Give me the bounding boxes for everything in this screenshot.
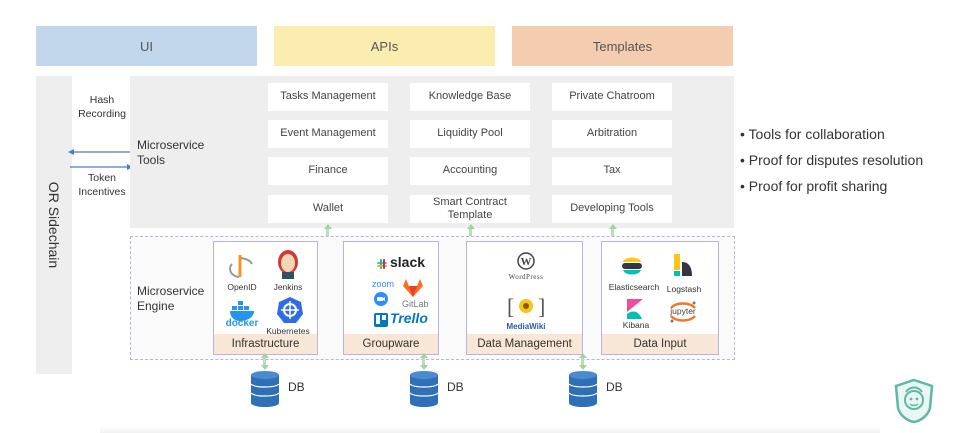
- engine-group-title: Infrastructure: [214, 334, 317, 354]
- logstash-logo-text: Logstash: [666, 284, 702, 294]
- tool-knowledge-base: Knowledge Base: [410, 83, 530, 111]
- mascot-badge-icon: [894, 378, 934, 424]
- svg-text:[: [: [507, 294, 514, 319]
- bullet-item: • Proof for disputes resolution: [740, 152, 924, 168]
- trello-icon: [374, 313, 388, 327]
- templates-tab: Templates: [512, 26, 733, 66]
- kibana-icon: [627, 299, 643, 319]
- connector-data-tools: [611, 228, 614, 240]
- arrowhead: [608, 224, 617, 229]
- sidechain-label: OR Sidechain: [46, 181, 62, 269]
- mediawiki-logo-text: MediaWiki: [506, 322, 546, 331]
- arrowhead: [260, 353, 269, 358]
- docker-icon: [230, 301, 254, 321]
- tool-tasks-management: Tasks Management: [268, 83, 388, 111]
- connector-data-db: [581, 356, 584, 368]
- arrowhead: [578, 365, 587, 370]
- ui-tab: UI: [36, 26, 257, 66]
- microservice-tools-label: Microservice Tools: [137, 138, 205, 167]
- jenkins-icon: [278, 250, 298, 279]
- tool-accounting: Accounting: [410, 157, 530, 185]
- elasticsearch-icon: [622, 257, 642, 275]
- gitlab-icon: [403, 279, 423, 297]
- openid-icon: [229, 255, 253, 278]
- jenkins-logo-text: Jenkins: [273, 282, 303, 292]
- database-icon: [250, 371, 280, 407]
- arrowhead: [323, 224, 332, 229]
- engine-group-data-management: W WordPress [ ] MediaWiki Data Managemen…: [466, 241, 583, 355]
- db-label: DB: [447, 380, 464, 394]
- tool-liquidity-pool: Liquidity Pool: [410, 120, 530, 148]
- mediawiki-icon: [ ]: [507, 294, 545, 319]
- database-icon: [568, 371, 598, 407]
- bottom-shadow: [100, 426, 880, 433]
- docker-logo-text: docker: [225, 318, 259, 329]
- tool-smart-contract-template: Smart Contract Template: [410, 195, 530, 223]
- tool-finance: Finance: [268, 157, 388, 185]
- tool-wallet: Wallet: [268, 195, 388, 223]
- engine-group-title: Data Input: [602, 334, 718, 354]
- arrowhead: [419, 365, 428, 370]
- hash-recording-label: Hash Recording: [78, 94, 126, 120]
- arrowhead: [260, 365, 269, 370]
- openid-logo-text: OpenID: [227, 282, 257, 292]
- engine-group-data-input: Elasticsearch Logstash Kibana jupyter Da…: [601, 241, 719, 355]
- sidechain-panel: [36, 76, 72, 374]
- tool-arbitration: Arbitration: [552, 120, 672, 148]
- db-label: DB: [288, 380, 305, 394]
- database-icon: [409, 371, 439, 407]
- jupyter-logo-text: jupyter: [670, 306, 696, 316]
- tool-private-chatroom: Private Chatroom: [552, 83, 672, 111]
- db-label: DB: [606, 380, 623, 394]
- bullet-item: • Tools for collaboration: [740, 126, 885, 142]
- kibana-logo-text: Kibana: [622, 320, 650, 330]
- svg-text:]: ]: [538, 294, 545, 319]
- svg-text:W: W: [521, 256, 532, 268]
- ui-tab-label: UI: [140, 38, 153, 54]
- engine-group-title: Data Management: [467, 334, 582, 354]
- trello-logo-text: Trello: [390, 310, 428, 326]
- apis-tab: APIs: [274, 26, 495, 66]
- engine-group-title: Groupware: [344, 334, 438, 354]
- arrowhead: [419, 353, 428, 358]
- templates-tab-label: Templates: [592, 38, 653, 54]
- gitlab-logo-text: GitLab: [402, 299, 429, 309]
- apis-tab-label: APIs: [370, 38, 399, 54]
- slack-icon: [377, 259, 387, 269]
- slack-logo-text: slack: [390, 254, 426, 270]
- microservice-engine-label: Microservice Engine: [137, 284, 205, 313]
- exchange-arrows: [68, 149, 133, 170]
- wordpress-logo-text: WordPress: [508, 273, 544, 281]
- connector-infra-tools: [326, 228, 329, 240]
- jupyter-icon: [670, 301, 696, 323]
- bullet-item: • Proof for profit sharing: [740, 178, 888, 194]
- tool-tax: Tax: [552, 157, 672, 185]
- kubernetes-logo-text: Kubernetes: [266, 326, 310, 336]
- arrowhead: [578, 353, 587, 358]
- token-incentives-label: Token Incentives: [78, 172, 126, 198]
- connector-groupware-db: [422, 356, 425, 368]
- tool-event-management: Event Management: [268, 120, 388, 148]
- logstash-icon: [674, 254, 692, 276]
- arrowhead: [466, 224, 475, 229]
- engine-group-groupware: slack zoom GitLab Trello Groupware: [343, 241, 439, 355]
- wordpress-icon: W: [517, 252, 535, 270]
- connector-infra-db: [263, 356, 266, 368]
- engine-group-infrastructure: OpenID Jenkins docker Kubernetes Infrast…: [213, 241, 318, 355]
- tool-developing-tools: Developing Tools: [552, 195, 672, 223]
- elasticsearch-logo-text: Elasticsearch: [608, 282, 660, 292]
- kubernetes-icon: [277, 297, 303, 323]
- zoom-icon: [374, 292, 388, 306]
- connector-groupware-tools: [469, 228, 472, 240]
- zoom-logo-text: zoom: [372, 279, 395, 289]
